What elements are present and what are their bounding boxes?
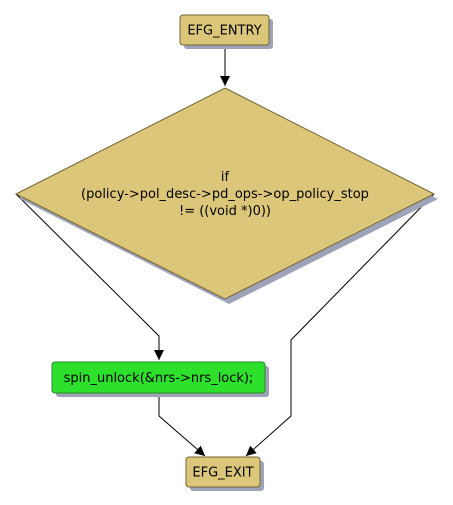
exit-node: EFG_EXIT xyxy=(185,456,264,491)
action-node: spin_unlock(&nrs->nrs_lock); xyxy=(51,361,269,397)
entry-node-box xyxy=(179,14,270,46)
edge-action-to-exit xyxy=(158,394,206,457)
edges xyxy=(15,47,435,457)
decision-line-if: if xyxy=(221,170,230,185)
edge-decision-to-action xyxy=(15,193,164,360)
entry-node-label: EFG_ENTRY xyxy=(187,24,261,39)
decision-line-condition: (policy->pol_desc->pd_ops->op_policy_sto… xyxy=(81,187,369,202)
edge-decision-to-exit xyxy=(245,193,435,457)
exit-node-label: EFG_EXIT xyxy=(192,466,253,481)
decision-line-comparison: != ((void *)0)) xyxy=(179,204,271,219)
action-node-box xyxy=(51,361,266,394)
decision-node: if (policy->pol_desc->pd_ops->op_policy_… xyxy=(14,87,438,304)
action-node-label: spin_unlock(&nrs->nrs_lock); xyxy=(64,371,254,386)
decision-node-diamond xyxy=(14,87,436,300)
entry-node: EFG_ENTRY xyxy=(179,14,273,49)
exit-node-box xyxy=(185,456,261,488)
